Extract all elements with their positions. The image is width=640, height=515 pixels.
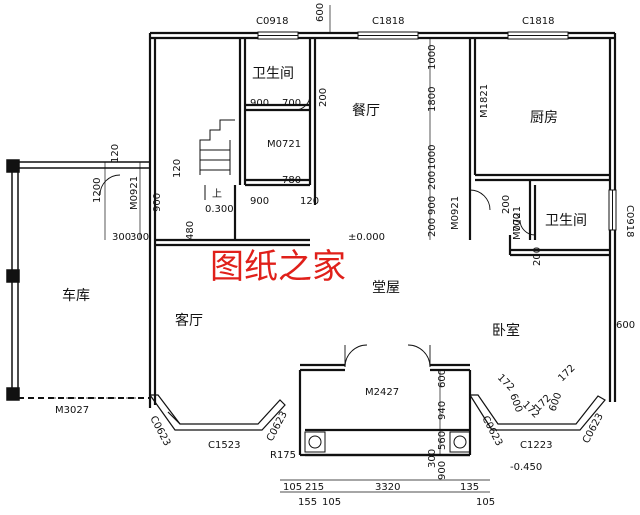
- stairs: [199, 119, 235, 200]
- dim-780: 780: [282, 175, 301, 186]
- dim-bottom-sub-b: 105: [322, 497, 341, 508]
- room-label-living: 客厅: [175, 312, 203, 329]
- garage-outline: [6, 159, 150, 401]
- dim-left-300a: 300: [112, 232, 131, 243]
- dim-bay-172a: 172: [495, 372, 516, 393]
- room-label-bathroom-top: 卫生间: [252, 66, 294, 82]
- window-label-bay-left-b: C0623: [265, 410, 290, 444]
- dim-bath-900: 900: [250, 98, 269, 109]
- door-label-kitchen: M1821: [479, 84, 490, 118]
- dim-top-600: 600: [315, 3, 326, 22]
- dim-bottom-105b: 105: [476, 497, 495, 508]
- dim-porch-560: 560: [437, 431, 448, 450]
- dim-porch-900: 900: [437, 461, 448, 480]
- dim-900: 900: [250, 196, 269, 207]
- dim-right-col-0: 1000: [427, 45, 438, 70]
- room-label-hall: 堂屋: [372, 280, 400, 296]
- dim-bay-172d: 172: [556, 363, 577, 384]
- dim-left-120b: 120: [172, 159, 183, 178]
- dim-porch-600: 600: [437, 369, 448, 388]
- dim-bath-r-700: 700: [512, 213, 523, 232]
- level-outside: -0.450: [510, 462, 542, 473]
- dim-bath-200: 200: [318, 88, 329, 107]
- window-label-bay-right-front: C1223: [520, 440, 552, 451]
- right-column-dims: 1000 1800 1000 200 900 200: [427, 45, 438, 237]
- room-label-bathroom-right: 卫生间: [545, 213, 587, 229]
- dim-right-col-3: 200: [427, 171, 438, 190]
- window-label-bay-left-a: C0623: [147, 414, 172, 448]
- dim-120a: 120: [300, 196, 319, 207]
- dim-right-col-5: 200: [427, 218, 438, 237]
- dim-right-600: 600: [616, 320, 635, 331]
- window-marks: [257, 31, 617, 231]
- dim-bath-r-200b: 200: [532, 247, 543, 266]
- level-floor: ±0.000: [348, 232, 385, 243]
- room-label-bedroom: 卧室: [492, 322, 520, 339]
- dim-right-col-4: 900: [427, 196, 438, 215]
- door-label-stair: M0921: [129, 176, 140, 210]
- window-label-right-bath: C0918: [624, 205, 635, 237]
- dim-left-300b: 300: [130, 232, 149, 243]
- door-label-hall-right: M0921: [450, 196, 461, 230]
- dim-right-col-1: 1800: [427, 87, 438, 112]
- dim-bay-600a: 600: [507, 392, 524, 414]
- porch-columns: [304, 431, 471, 453]
- door-label-garage: M3027: [55, 405, 89, 416]
- dim-bottom-135: 135: [460, 482, 479, 493]
- door-label-entry: M2427: [365, 387, 399, 398]
- dimension-lines: [50, 5, 490, 493]
- dim-bottom-215: 215: [305, 482, 324, 493]
- window-label-bay-left-front: C1523: [208, 440, 240, 451]
- level-stair: 0.300: [205, 204, 234, 215]
- dim-left-1200: 1200: [92, 178, 103, 203]
- dim-bay-600b: 600: [547, 391, 564, 413]
- dim-bottom-sub-a: 155: [298, 497, 317, 508]
- door-label-bath-top: M0721: [267, 139, 301, 150]
- window-label-bay-right-b: C0623: [581, 412, 606, 446]
- level-stair-up: 上: [212, 188, 222, 200]
- window-label-top-mid: C1818: [372, 16, 404, 27]
- door-swings: [99, 94, 536, 368]
- dim-bath-r-200a: 200: [501, 195, 512, 214]
- dim-right-col-2: 1000: [427, 145, 438, 170]
- dim-left-120: 120: [110, 144, 121, 163]
- dim-left-480: 480: [185, 221, 196, 240]
- watermark: 图纸之家: [210, 247, 346, 287]
- door-label-bath-right: M0721: [512, 206, 523, 240]
- dim-porch-940: 940: [437, 401, 448, 420]
- room-label-dining: 餐厅: [352, 103, 380, 119]
- window-label-top-left: C0918: [256, 16, 288, 27]
- dim-porch-300: 300: [427, 449, 438, 468]
- dim-radius: R175: [270, 450, 296, 461]
- dim-bath-700: 700: [282, 98, 301, 109]
- dim-bottom-3320: 3320: [375, 482, 400, 493]
- window-label-bay-right-a: C0623: [479, 414, 504, 448]
- window-label-top-right: C1818: [522, 16, 554, 27]
- dim-left-900: 900: [152, 193, 163, 212]
- room-label-garage: 车库: [62, 287, 90, 304]
- dim-bottom-105a: 105: [283, 482, 302, 493]
- bay-windows: [148, 394, 606, 431]
- room-label-kitchen: 厨房: [530, 110, 558, 126]
